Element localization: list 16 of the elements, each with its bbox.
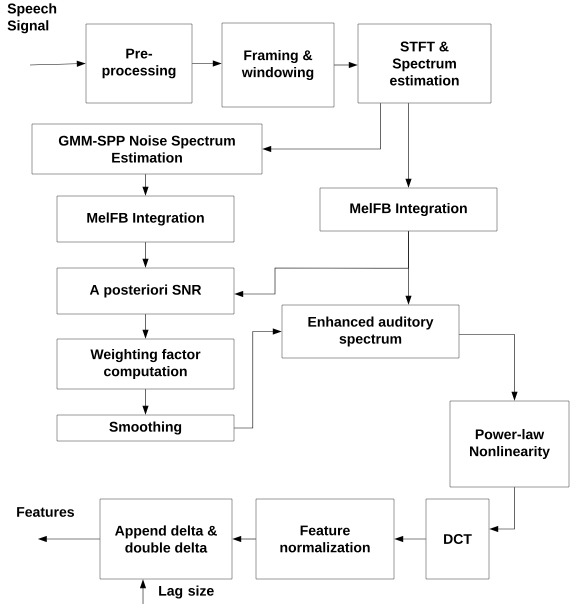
process-box: MelFB Integration [56,196,234,242]
process-box: GMM-SPP Noise Spectrum Estimation [32,124,262,174]
process-box: A posteriori SNR [56,268,234,314]
process-box: Weighting factor computation [56,338,234,390]
process-box: Enhanced auditory spectrum [282,304,460,358]
signal-label: Features [17,507,74,517]
process-box: Feature normalization [256,498,394,580]
process-box: MelFB Integration [320,188,498,232]
process-box: Pre-processing [86,24,192,104]
signal-label: Speech Signal [8,3,56,34]
process-box: STFT & Spectrum estimation [358,24,492,104]
process-box: Power-law Nonlinearity [450,400,570,488]
process-box: Framing & windowing [222,22,334,108]
process-box: DCT [426,498,490,580]
process-box: Append delta & double delta [100,498,232,580]
process-box: Smoothing [56,414,234,442]
